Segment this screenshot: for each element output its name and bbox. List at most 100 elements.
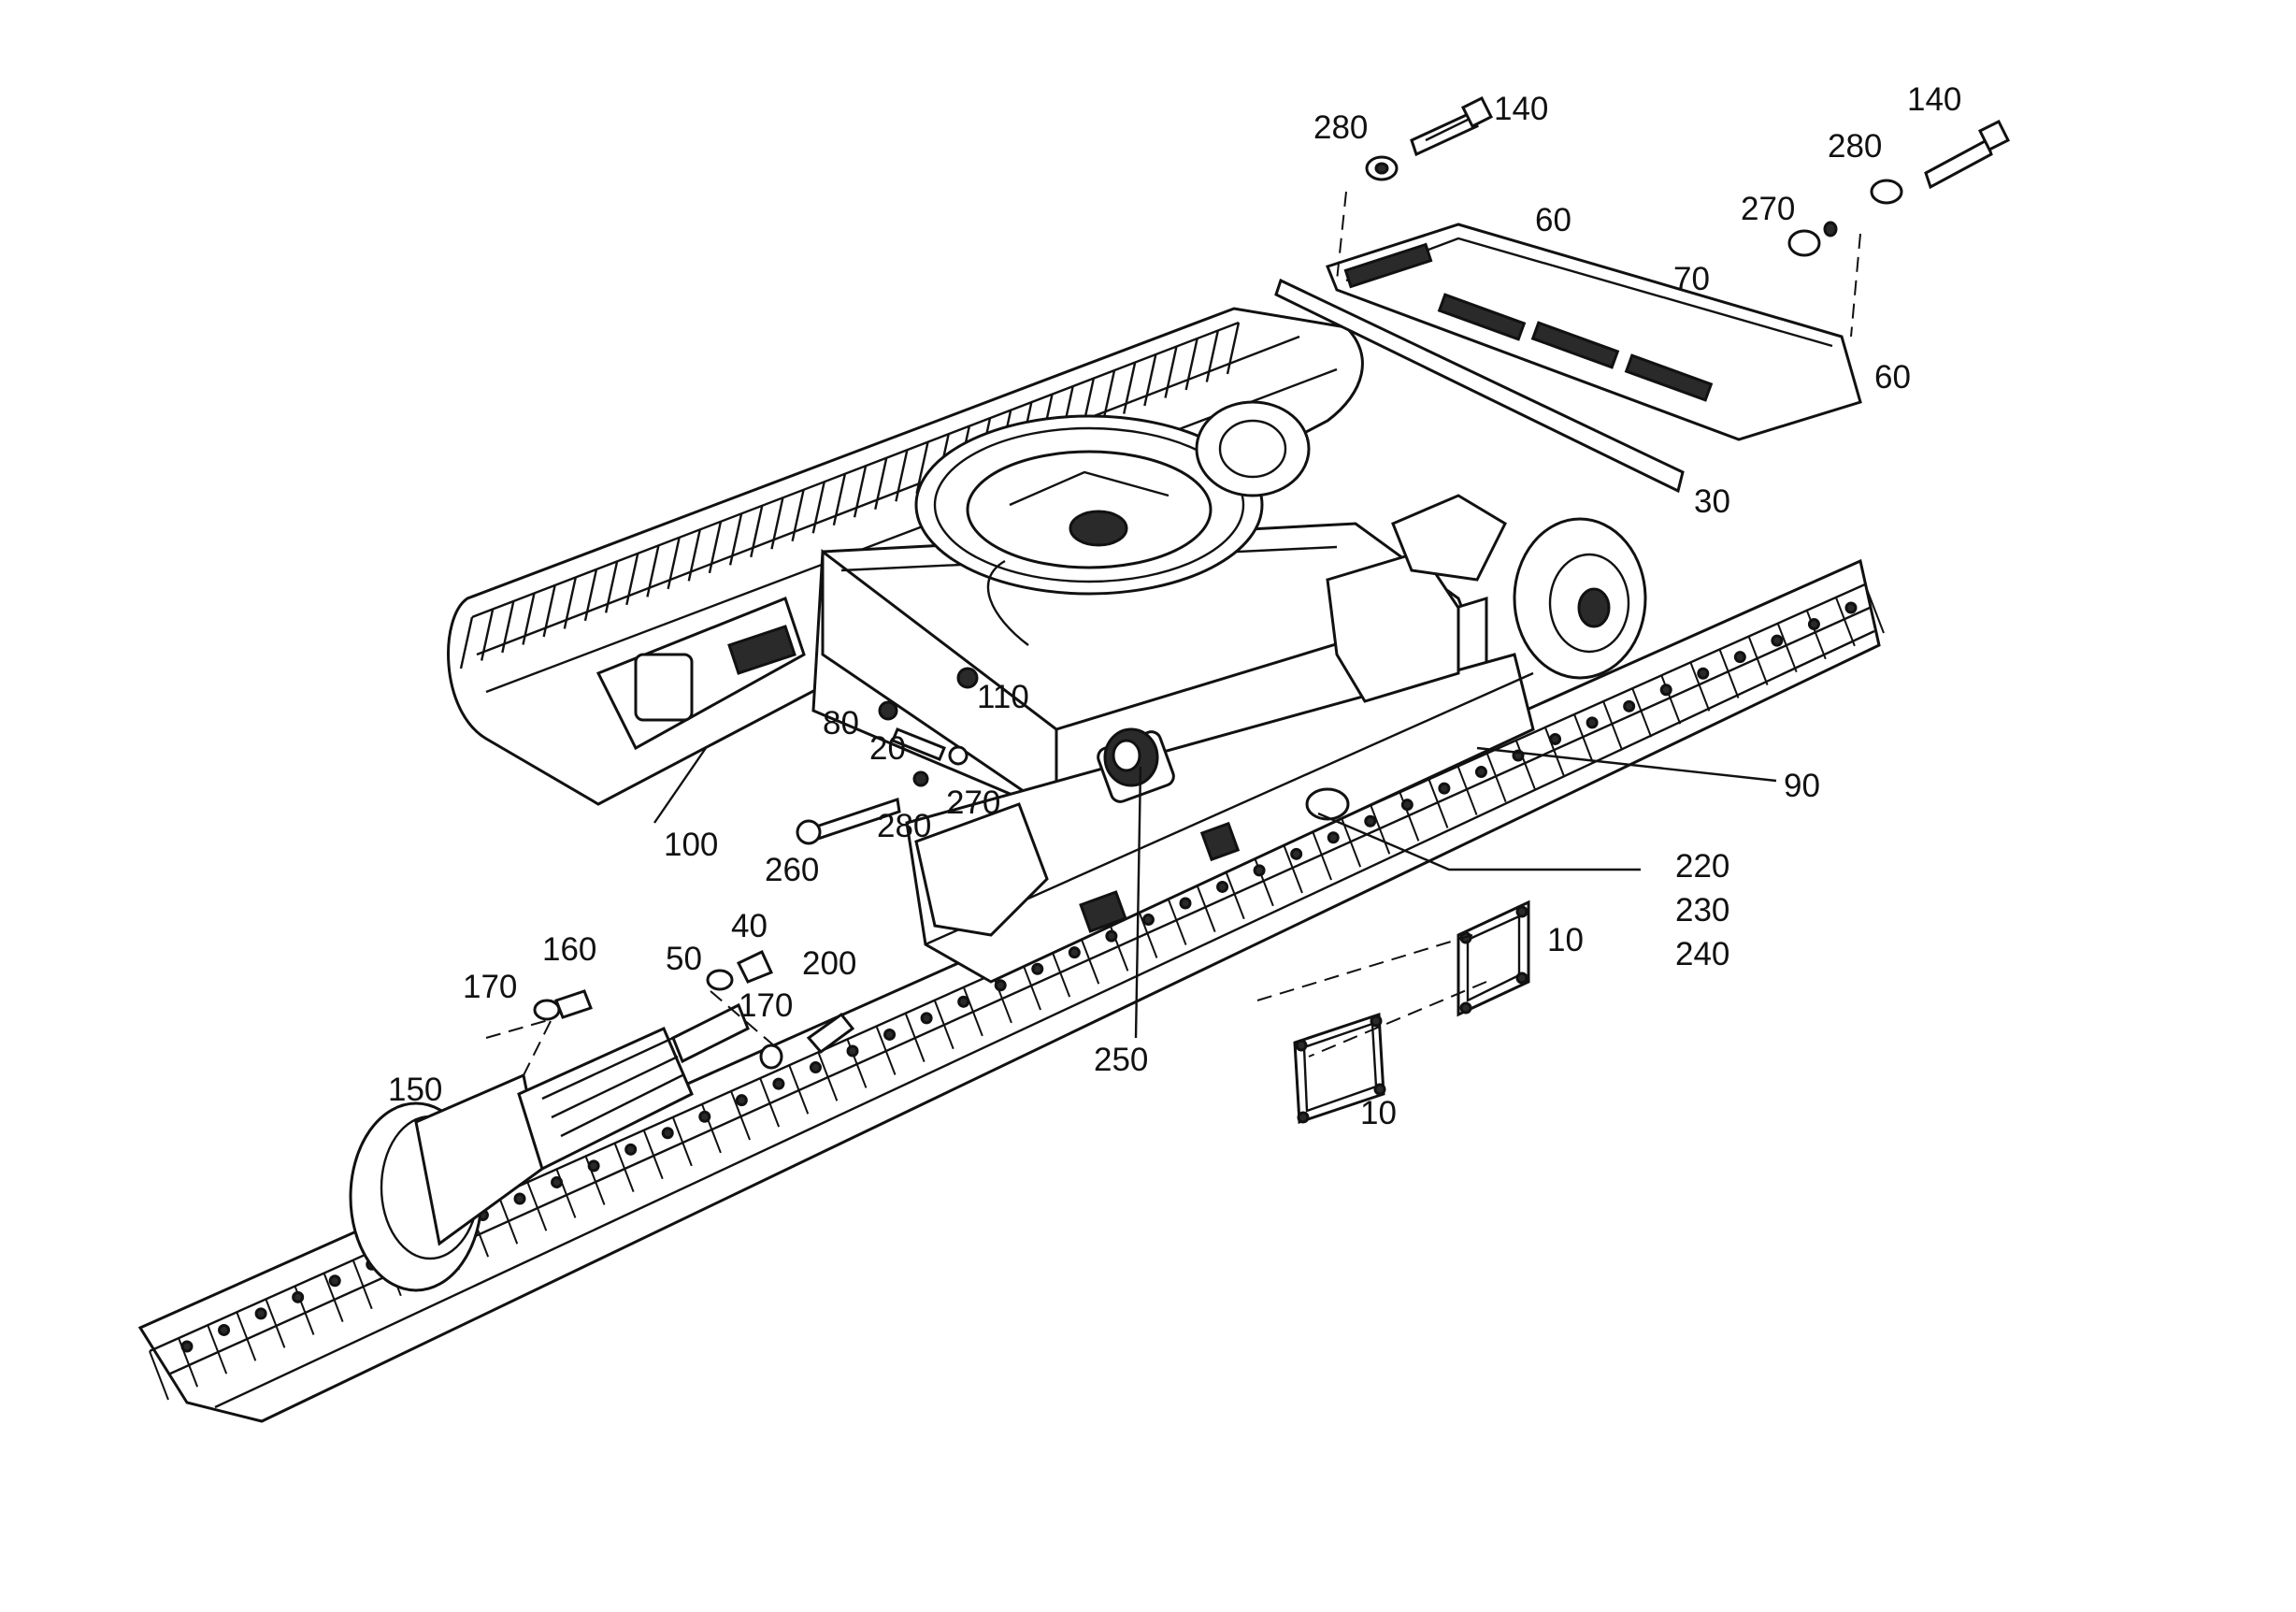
track-shoe xyxy=(730,1090,751,1141)
chain-link-pin xyxy=(1586,716,1599,729)
front-idler-assembly xyxy=(349,1002,750,1292)
track-grouser xyxy=(604,561,619,613)
track-grouser xyxy=(667,537,681,590)
track-grouser xyxy=(1123,362,1137,414)
label-80: 80 xyxy=(823,705,859,741)
track-shoe xyxy=(1341,817,1362,868)
chain-link-pin xyxy=(1290,847,1303,860)
track-grouser xyxy=(542,584,556,638)
label-280-top: 280 xyxy=(1313,109,1368,146)
label-170-left: 170 xyxy=(463,969,517,1005)
chain-link-pin xyxy=(551,1175,564,1188)
chain-link-pin xyxy=(218,1323,231,1336)
track-shoe xyxy=(526,1181,548,1231)
chain-link-pin xyxy=(1549,732,1562,745)
track-shoe xyxy=(1573,713,1594,764)
track-shoe xyxy=(1137,909,1158,958)
label-110: 110 xyxy=(977,679,1029,715)
track-grouser xyxy=(915,441,929,494)
track-shoe xyxy=(1689,662,1711,712)
track-shoe xyxy=(1370,804,1391,855)
label-270-top: 270 xyxy=(1741,191,1795,227)
track-grouser xyxy=(625,553,639,606)
track-shoe xyxy=(149,1350,169,1401)
label-20: 20 xyxy=(869,730,906,767)
chain-link-pin xyxy=(846,1044,859,1058)
track-grouser xyxy=(583,569,598,622)
label-240: 240 xyxy=(1675,936,1729,972)
chain-link-pin xyxy=(1068,946,1081,959)
chain-link-pin xyxy=(1141,914,1155,927)
chain-link-pin xyxy=(254,1307,267,1320)
track-grouser xyxy=(687,529,701,582)
chain-link-pin xyxy=(1364,814,1377,828)
label-60-right: 60 xyxy=(1874,359,1911,396)
track-shoe xyxy=(671,1116,693,1167)
chain-link-pin xyxy=(1697,667,1710,680)
track-shoe xyxy=(642,1130,664,1180)
track-shoe xyxy=(1428,779,1449,828)
track-shoe xyxy=(962,986,983,1037)
label-50: 50 xyxy=(666,941,702,977)
track-shoe xyxy=(1805,610,1827,660)
label-10-lower: 10 xyxy=(1360,1095,1397,1131)
fasteners-middle xyxy=(533,700,969,1070)
label-280-mid: 280 xyxy=(877,808,931,844)
track-grouser xyxy=(459,616,474,669)
chain-link-pin xyxy=(1105,929,1118,943)
label-10-upper: 10 xyxy=(1547,922,1584,958)
track-shoe xyxy=(1485,753,1507,803)
label-250: 250 xyxy=(1094,1042,1148,1078)
track-grouser xyxy=(1184,338,1198,391)
chain-link-pin xyxy=(624,1143,638,1156)
chain-link-pin xyxy=(1327,831,1340,844)
chain-link-pin xyxy=(1179,897,1192,910)
chain-link-pin xyxy=(180,1340,194,1353)
chain-link-pin xyxy=(1474,766,1487,779)
track-shoe xyxy=(1079,934,1100,985)
track-grouser xyxy=(708,521,723,574)
track-grouser xyxy=(874,457,888,510)
track-shoe xyxy=(1399,792,1420,842)
track-grouser xyxy=(791,489,805,542)
chain-link-pin xyxy=(1253,864,1266,877)
track-shoe xyxy=(1864,583,1885,634)
track-shoe xyxy=(1776,623,1798,673)
track-shoe xyxy=(1747,636,1769,685)
chain-link-pin xyxy=(1807,618,1820,631)
track-shoe xyxy=(1602,700,1624,751)
label-220: 220 xyxy=(1675,848,1729,885)
track-shoe xyxy=(1660,674,1682,725)
track-grouser xyxy=(770,497,784,550)
track-shoe xyxy=(236,1311,257,1361)
track-grouser xyxy=(1205,330,1220,382)
track-shoe xyxy=(323,1273,344,1322)
track-shoe xyxy=(1195,883,1216,933)
track-grouser xyxy=(522,593,536,645)
track-grouser xyxy=(501,600,515,654)
track-shoe xyxy=(1050,947,1071,998)
track-grouser xyxy=(1226,322,1241,375)
track-grouser xyxy=(480,609,495,661)
label-40: 40 xyxy=(731,908,768,944)
track-shoe xyxy=(1283,843,1303,894)
chain-link-pin xyxy=(772,1077,785,1090)
track-grouser xyxy=(811,482,825,534)
track-shoe xyxy=(1224,870,1245,920)
track-shoe xyxy=(1312,830,1333,881)
track-shoe xyxy=(933,1000,954,1050)
label-60-top: 60 xyxy=(1535,202,1571,238)
chain-link-pin xyxy=(292,1290,305,1303)
track-grouser xyxy=(646,545,660,597)
label-280-right: 280 xyxy=(1828,128,1882,165)
track-shoe xyxy=(1631,687,1653,738)
chain-link-pin xyxy=(1400,799,1413,812)
track-shoe xyxy=(1514,740,1536,790)
chain-link-pin xyxy=(661,1127,674,1140)
track-grouser xyxy=(895,449,909,502)
label-200: 200 xyxy=(802,945,856,982)
track-shoe xyxy=(265,1299,286,1348)
track-shoe xyxy=(759,1077,781,1128)
track-shoe xyxy=(497,1194,519,1245)
